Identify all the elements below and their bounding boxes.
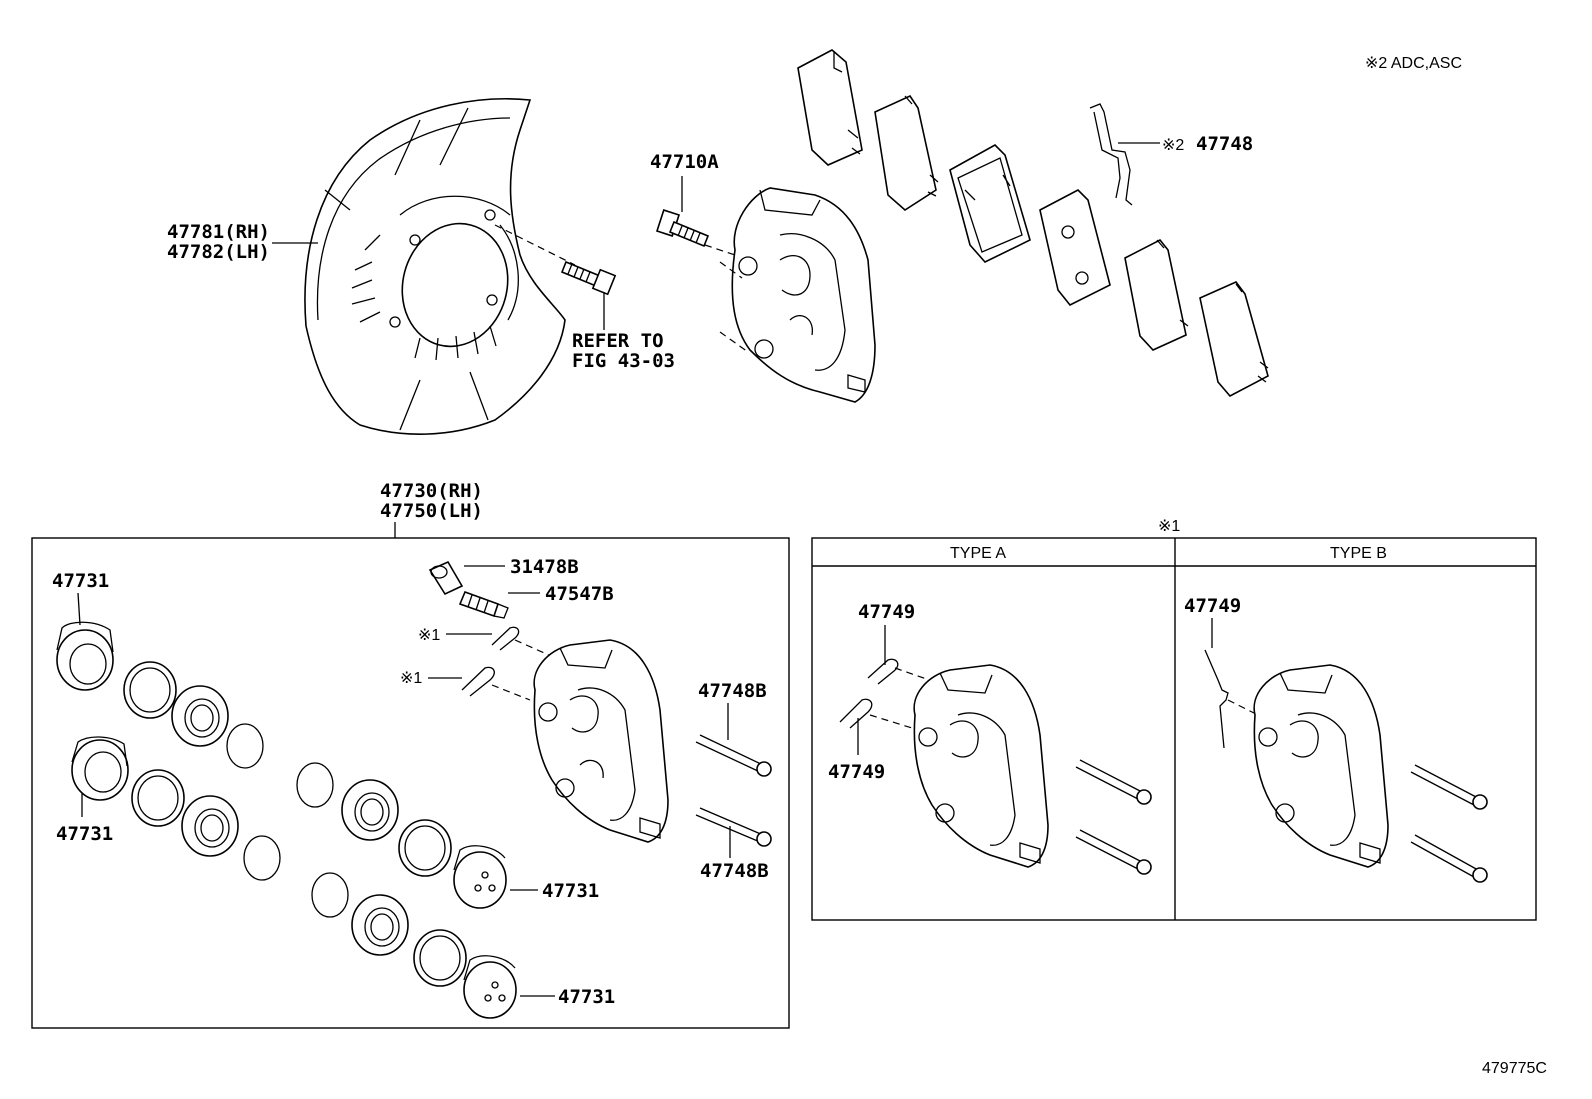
bleeder-cap-illustration bbox=[428, 560, 464, 596]
piston-leader-top-left bbox=[77, 592, 81, 626]
caliper-assy-label-lh: 47750(LH) bbox=[380, 500, 483, 522]
clip-illustration-2 bbox=[461, 666, 495, 697]
type-b-caliper-illustration bbox=[1253, 664, 1488, 883]
caliper-assy-label-rh: 47730(RH) bbox=[380, 480, 483, 502]
type-box bbox=[811, 537, 1537, 921]
type-b-title: TYPE B bbox=[1330, 545, 1387, 562]
bleeder-label: 47547B bbox=[545, 583, 614, 605]
piston-label-top-left: 47731 bbox=[52, 570, 109, 592]
clip-illustration-1 bbox=[491, 626, 520, 651]
brake-pads-illustration bbox=[797, 49, 1269, 398]
type-box-mark: ※1 bbox=[1158, 518, 1180, 535]
wear-sensor-illustration bbox=[1089, 103, 1160, 206]
shield-label-lh: 47782(LH) bbox=[167, 241, 270, 263]
piston-label-right-1: 47731 bbox=[542, 880, 599, 902]
type-b-wire bbox=[1204, 649, 1229, 749]
sensor-mark: ※2 bbox=[1162, 137, 1184, 154]
shield-label-rh: 47781(RH) bbox=[167, 221, 270, 243]
pin-label-bottom: 47748B bbox=[700, 860, 769, 882]
clip-mark-1: ※1 bbox=[418, 627, 440, 644]
type-a-caliper-illustration bbox=[913, 664, 1152, 875]
piston-label-right-2: 47731 bbox=[558, 986, 615, 1008]
dust-shield-illustration bbox=[304, 98, 576, 435]
caliper-lower-illustration bbox=[533, 639, 669, 843]
type-a-clip-top bbox=[867, 658, 899, 685]
shield-bolt-illustration bbox=[560, 260, 617, 296]
note-adc-asc: ※2 ADC,ASC bbox=[1365, 55, 1462, 72]
type-a-clip-top-label: 47749 bbox=[858, 601, 915, 623]
reference-code: 479775C bbox=[1482, 1060, 1547, 1077]
refer-line-1: REFER TO bbox=[572, 330, 664, 352]
caliper-upper-illustration bbox=[719, 187, 876, 403]
caliper-pins-illustration bbox=[695, 734, 772, 847]
pin-label-top: 47748B bbox=[698, 680, 767, 702]
type-a-title: TYPE A bbox=[950, 545, 1006, 562]
refer-line-2: FIG 43-03 bbox=[572, 350, 675, 372]
bleeder-plug-illustration bbox=[458, 590, 509, 619]
piston-label-mid-left: 47731 bbox=[56, 823, 113, 845]
type-b-wire-label: 47749 bbox=[1184, 595, 1241, 617]
piston-seal-set-illustration bbox=[56, 621, 517, 1019]
cap-label: 31478B bbox=[510, 556, 579, 578]
caliper-bolt-illustration bbox=[655, 209, 736, 256]
type-a-clip-bottom-label: 47749 bbox=[828, 761, 885, 783]
type-a-clip-bottom bbox=[839, 698, 873, 729]
sensor-label: 47748 bbox=[1196, 133, 1253, 155]
bolt-label: 47710A bbox=[650, 151, 719, 173]
clip-mark-2: ※1 bbox=[400, 670, 422, 687]
caliper-kit-box bbox=[31, 537, 790, 1029]
